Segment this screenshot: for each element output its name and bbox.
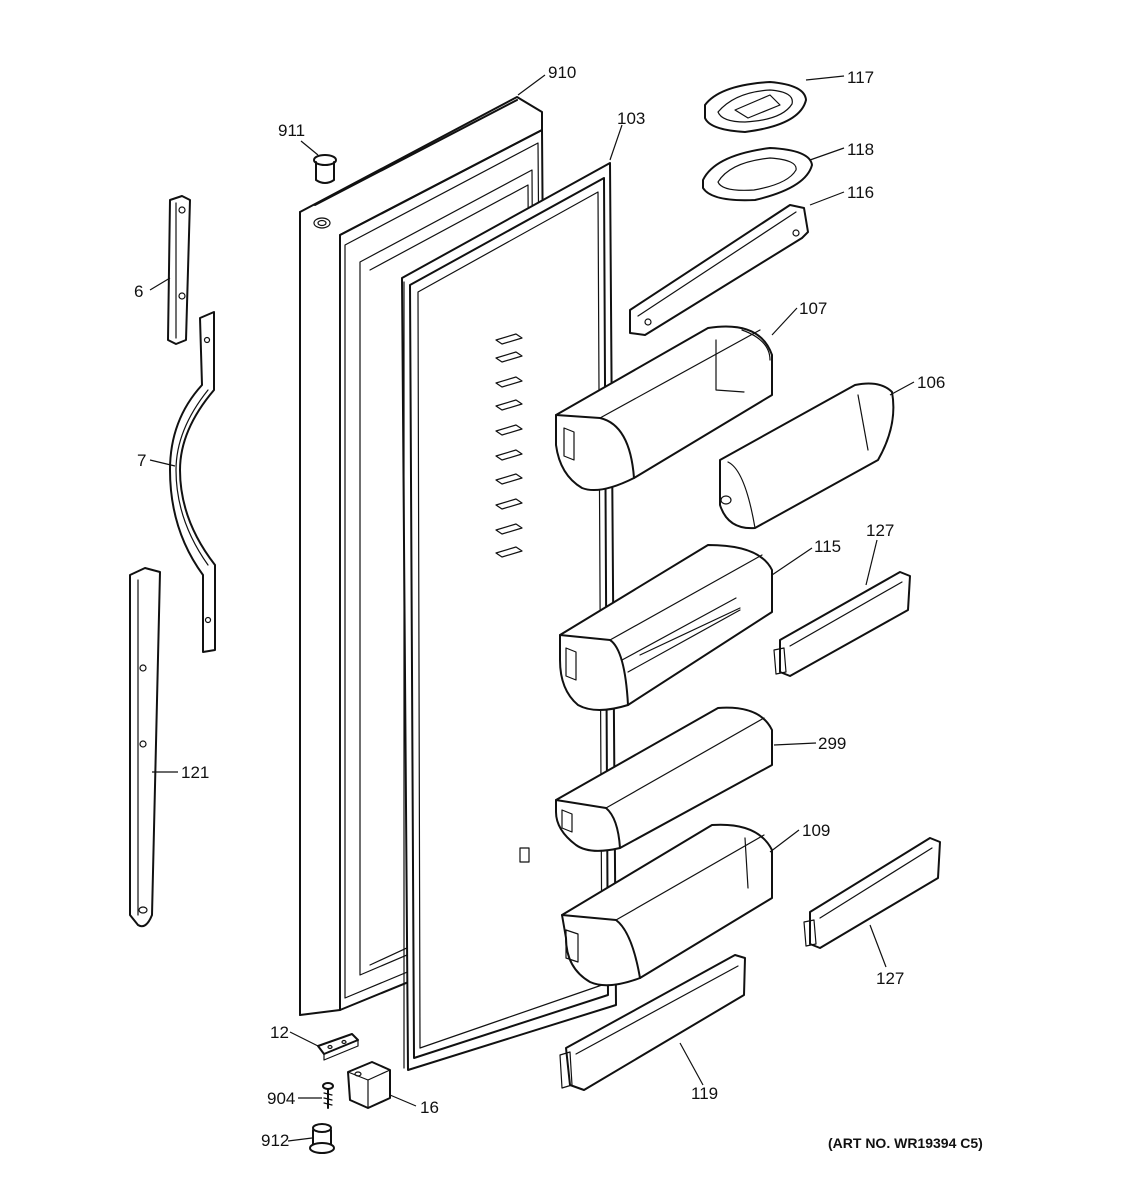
part-107-door-bin bbox=[555, 325, 773, 491]
callout-121: 121 bbox=[181, 763, 209, 782]
callout-115: 115 bbox=[814, 537, 841, 556]
callout-106: 106 bbox=[917, 373, 945, 392]
part-117-dairy-door bbox=[704, 81, 807, 133]
part-6-handle-trim bbox=[167, 195, 191, 345]
callout-16: 16 bbox=[420, 1098, 439, 1117]
callout-labels: 910 911 103 117 118 116 6 7 107 106 127 … bbox=[134, 63, 983, 1151]
callout-107: 107 bbox=[799, 299, 827, 318]
callout-7: 7 bbox=[137, 451, 146, 470]
callout-911: 911 bbox=[278, 121, 305, 140]
part-7-handle bbox=[169, 311, 216, 653]
art-number: (ART NO. WR19394 C5) bbox=[828, 1135, 983, 1151]
part-911-plug bbox=[313, 154, 337, 184]
callout-116: 116 bbox=[847, 183, 874, 202]
callout-6: 6 bbox=[134, 282, 143, 301]
part-16-hinge bbox=[347, 1061, 391, 1109]
part-115-door-bin bbox=[559, 544, 773, 711]
callout-119: 119 bbox=[691, 1084, 718, 1103]
part-912-hinge-cap bbox=[309, 1123, 335, 1154]
part-127-upper-retainer bbox=[773, 571, 911, 677]
leader-lines bbox=[149, 74, 915, 1142]
part-118-dairy-bin bbox=[702, 147, 813, 202]
part-106-bin-cover bbox=[719, 382, 895, 530]
callout-12: 12 bbox=[270, 1023, 289, 1042]
part-904-screw bbox=[322, 1082, 334, 1109]
callout-299: 299 bbox=[818, 734, 846, 753]
callout-109: 109 bbox=[802, 821, 830, 840]
callout-910: 910 bbox=[548, 63, 576, 82]
part-109-door-bin bbox=[561, 823, 773, 987]
part-299-door-shelf bbox=[555, 706, 773, 852]
door-gasket bbox=[401, 162, 617, 1071]
callout-904: 904 bbox=[267, 1089, 295, 1108]
callout-103: 103 bbox=[617, 109, 645, 128]
part-127-lower-retainer bbox=[803, 837, 941, 949]
part-121-door-trim-strip bbox=[129, 567, 161, 928]
callout-117: 117 bbox=[847, 68, 874, 87]
part-116-dairy-rail bbox=[629, 204, 809, 336]
callout-127-lower: 127 bbox=[876, 969, 904, 988]
callout-912: 912 bbox=[261, 1131, 289, 1150]
part-12-hinge-bracket bbox=[317, 1033, 359, 1061]
callout-127-upper: 127 bbox=[866, 521, 894, 540]
callout-118: 118 bbox=[847, 140, 874, 159]
part-119-bin-front bbox=[559, 954, 746, 1091]
liner-shelf-clips bbox=[495, 333, 523, 558]
